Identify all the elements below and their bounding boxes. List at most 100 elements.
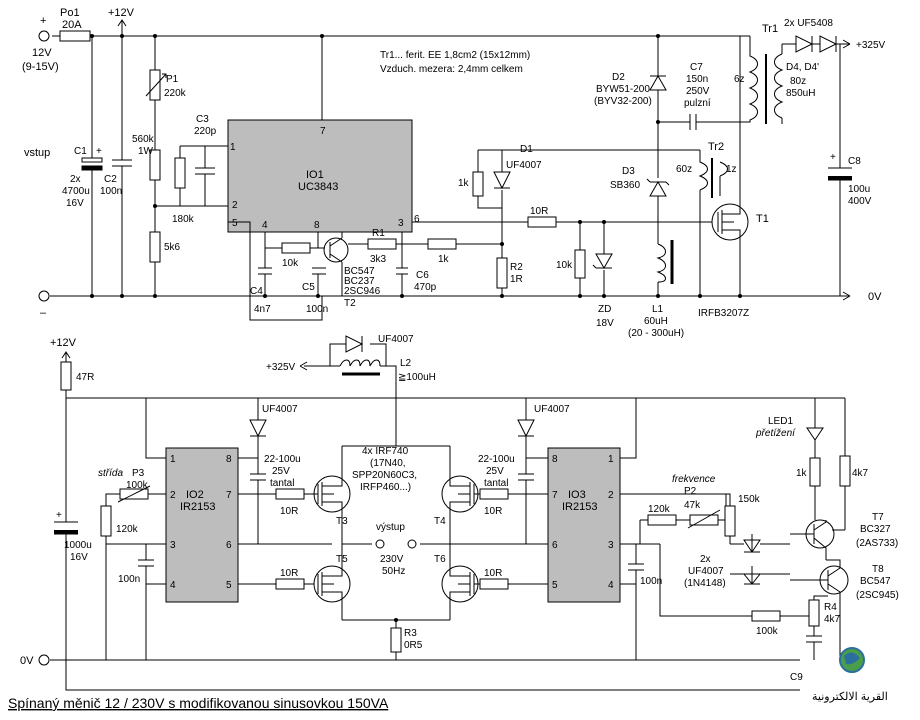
resistor-560k xyxy=(149,149,161,181)
v12-arrow xyxy=(117,19,127,36)
node xyxy=(602,294,606,298)
tr1-note2: Vzduch. mezera: 2,4mm celkem xyxy=(380,64,523,75)
pin5-ground xyxy=(228,221,323,321)
r1-c6 xyxy=(348,232,408,296)
node xyxy=(90,34,94,38)
d3-label: D3 xyxy=(622,166,635,177)
mosfet-t1 xyxy=(711,203,749,241)
c5-label: C5 xyxy=(302,282,315,293)
fuse-po1 xyxy=(59,30,91,42)
l1-range: (20 - 300uH) xyxy=(628,328,684,339)
bottom-ground-terminal xyxy=(38,654,50,666)
diode-boot-right xyxy=(517,398,535,438)
zd-label: ZD xyxy=(598,304,611,315)
t4-label: T4 xyxy=(434,516,446,527)
d2-type: BYW51-200 xyxy=(596,84,650,95)
io3-pin3: 3 xyxy=(608,540,614,551)
tr1-850uh: 850uH xyxy=(786,88,815,99)
node xyxy=(320,34,324,38)
c3-value: 220p xyxy=(194,126,217,137)
led1 xyxy=(806,427,824,441)
resistor-47r xyxy=(60,361,72,391)
r180k-label: 180k xyxy=(172,214,195,225)
p2-label: P2 xyxy=(684,486,697,497)
io3-pin2: 2 xyxy=(608,490,614,501)
input-plus-terminal xyxy=(38,30,50,42)
c2-value: 100n xyxy=(100,186,122,197)
resistor-150k xyxy=(724,505,736,537)
io1-label: IO1 xyxy=(306,169,324,181)
t6-label: T6 xyxy=(434,554,446,565)
node xyxy=(578,294,582,298)
io3-pin7: 7 xyxy=(552,490,558,501)
mosfet-t5 xyxy=(313,544,351,620)
ic-uc3843 xyxy=(227,119,413,233)
fuse-label: Po1 xyxy=(60,7,80,19)
c8-val1: 100u xyxy=(848,184,870,195)
input-plus-label: + xyxy=(40,15,46,27)
resistor-r2 xyxy=(496,257,508,289)
p3-label: P3 xyxy=(132,468,145,479)
io1-pin1: 1 xyxy=(230,142,236,153)
node xyxy=(316,294,320,298)
c1000u-plus: + xyxy=(56,510,62,521)
capacitor-c7 xyxy=(658,114,740,130)
node xyxy=(578,220,582,224)
t3-label: T3 xyxy=(336,516,348,527)
d4-count: 2x UF5408 xyxy=(784,18,833,29)
input-minus-terminal xyxy=(38,290,50,302)
io2-pin2: 2 xyxy=(170,490,176,501)
io2-pin6: 6 xyxy=(226,540,232,551)
r2-label: R2 xyxy=(510,262,523,273)
node xyxy=(263,294,267,298)
node xyxy=(656,34,660,38)
input-range-label: (9-15V) xyxy=(22,61,59,73)
overload-wire xyxy=(730,543,790,575)
r560k-watt: 1W xyxy=(138,146,154,157)
io2-pin3: 3 xyxy=(170,540,176,551)
cap-right-val2: 25V xyxy=(486,466,504,477)
c1-val1: 2x xyxy=(70,174,81,185)
io1-pin6: 6 xyxy=(414,214,420,225)
resistor-10k-gate xyxy=(574,249,586,279)
c4-value: 4n7 xyxy=(254,304,271,315)
t7-alt: (2AS733) xyxy=(856,538,898,549)
mosfet-t6 xyxy=(441,544,479,620)
io2-vcc xyxy=(145,398,166,459)
node xyxy=(656,294,660,298)
node xyxy=(153,34,157,38)
diodes-d4 xyxy=(795,35,838,53)
capacitor-100n-left xyxy=(138,559,154,660)
r120k-left-label: 120k xyxy=(116,524,139,535)
c1-plus: + xyxy=(96,146,102,157)
v12b-arrow xyxy=(61,351,71,362)
node xyxy=(90,294,94,298)
io3-pin4: 4 xyxy=(608,580,614,591)
resistor-4k7 xyxy=(839,455,851,487)
watermark-logo xyxy=(839,647,865,673)
cap-right-val1: 22-100u xyxy=(478,454,515,465)
t1-leads xyxy=(717,196,741,296)
d3-type: SB360 xyxy=(610,180,640,191)
c3-feedback xyxy=(179,145,228,206)
v0-label: 0V xyxy=(868,291,882,303)
resistor-120k-right xyxy=(647,514,677,526)
led1-desc: přetížení xyxy=(755,428,796,439)
r10r-t4-label: 10R xyxy=(484,506,502,517)
led1-label: LED1 xyxy=(768,416,793,427)
r10k-rt-label: 10k xyxy=(282,258,299,269)
resistor-10r-t4 xyxy=(479,488,509,500)
io1-pin2: 2 xyxy=(232,200,238,211)
diodes-overload xyxy=(742,534,762,585)
d1-label: D1 xyxy=(520,144,533,155)
v12-label: +12V xyxy=(108,7,135,19)
p2-value: 47k xyxy=(684,500,701,511)
io1-pin3: 3 xyxy=(398,218,404,229)
l2-label: L2 xyxy=(400,358,412,369)
l2-wire xyxy=(304,365,397,446)
t2-type1: BC547 xyxy=(344,266,375,277)
p2-arrow xyxy=(687,509,721,529)
v325b-arrow xyxy=(299,361,308,371)
mosfet-t4 xyxy=(441,446,479,544)
ic-io3 xyxy=(547,447,621,603)
